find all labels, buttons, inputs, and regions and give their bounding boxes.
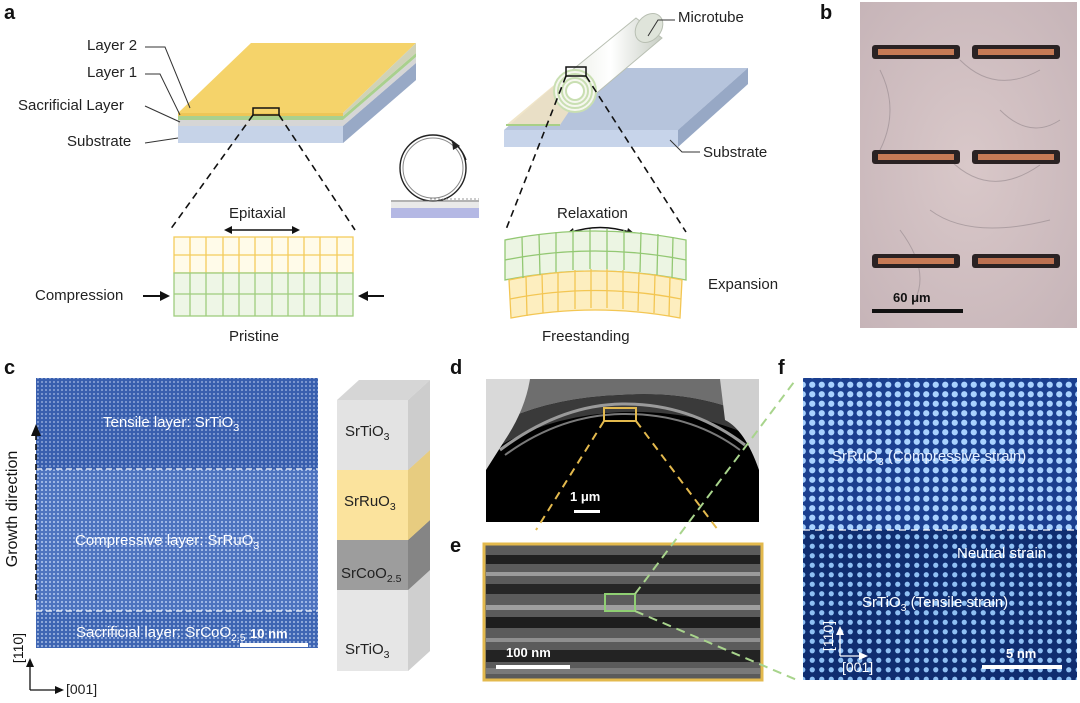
label-relaxation: Relaxation [557,205,628,222]
panel-label-e: e [450,535,462,557]
scale-b: 60 μm [893,290,931,305]
label-substrate-left: Substrate [67,133,132,150]
growth-arrow [31,424,41,600]
sem-cross-section [486,379,759,522]
label-epitaxial: Epitaxial [229,205,286,222]
label-neutral-strain: Neutral strain [957,545,1047,562]
label-pristine: Pristine [229,328,280,345]
leader-lines-right [647,19,700,153]
freestanding-slab [504,13,748,147]
label-compression: Compression [35,287,124,304]
zoom-line-right-b [585,75,687,233]
axis-110-f: [110] [820,620,836,652]
axis-110-c: [110] [10,632,26,664]
epitaxial-arrow [224,226,300,234]
label-expansion: Expansion [708,276,779,293]
axes-c [26,658,64,694]
zoom-line-right-a [504,75,567,233]
microtubes [872,45,1060,268]
tube-wall-image [482,542,764,682]
stack-srtio-top: SrTiO3 [345,423,390,443]
panel-label-b: b [820,2,833,24]
atomic-resolution-image [803,378,1077,680]
label-freestanding: Freestanding [542,328,630,345]
label-layer2: Layer 2 [87,37,138,54]
label-tensile: Tensile layer: SrTiO3 [103,414,240,434]
label-srtio-f: SrTiO3 (Tensile strain) [862,594,1009,614]
zoom-d-e-right [635,420,719,531]
layer-stack [337,380,430,671]
zoom-d-e-left [535,420,605,531]
stack-srtio-bottom: SrTiO3 [345,641,390,661]
freestanding-grid [504,229,687,319]
label-sacrificial: Sacrificial Layer [18,97,124,114]
axis-001-f: [001] [842,659,874,675]
panel-label-c: c [4,357,16,379]
scale-d: 1 μm [570,489,601,504]
stack-srruo: SrRuO3 [344,493,396,513]
stack-srcoo: SrCoO2.5 [341,565,402,585]
panel-label-d: d [450,357,463,379]
axes-f [836,626,868,660]
panel-label-f: f [778,357,785,379]
stem-image [36,378,318,648]
pristine-slab [178,43,416,143]
scale-f: 5 nm [1006,646,1037,661]
leader-lines-left [144,46,191,144]
zoom-line-left-b [278,114,356,231]
microtube-array-image [860,2,1077,328]
pristine-grid [173,236,354,317]
rolling-schematic [391,134,479,218]
scale-c: 10 nm [250,626,288,641]
scale-e: 100 nm [506,645,551,660]
label-microtube: Microtube [678,9,744,26]
label-layer1: Layer 1 [87,64,138,81]
label-substrate-right: Substrate [703,144,768,161]
label-srruo-f: SrRuO3 (Compressive strain) [832,448,1027,468]
zoom-e-f-top [634,377,798,595]
label-growth-direction: Growth direction [4,450,21,568]
axis-001-c: [001] [66,681,98,697]
label-sacrificial-c: Sacrificial layer: SrCoO2.5 [76,624,246,644]
compression-arrows [143,291,384,301]
panel-label-a: a [4,2,16,24]
label-compressive: Compressive layer: SrRuO3 [75,532,260,552]
